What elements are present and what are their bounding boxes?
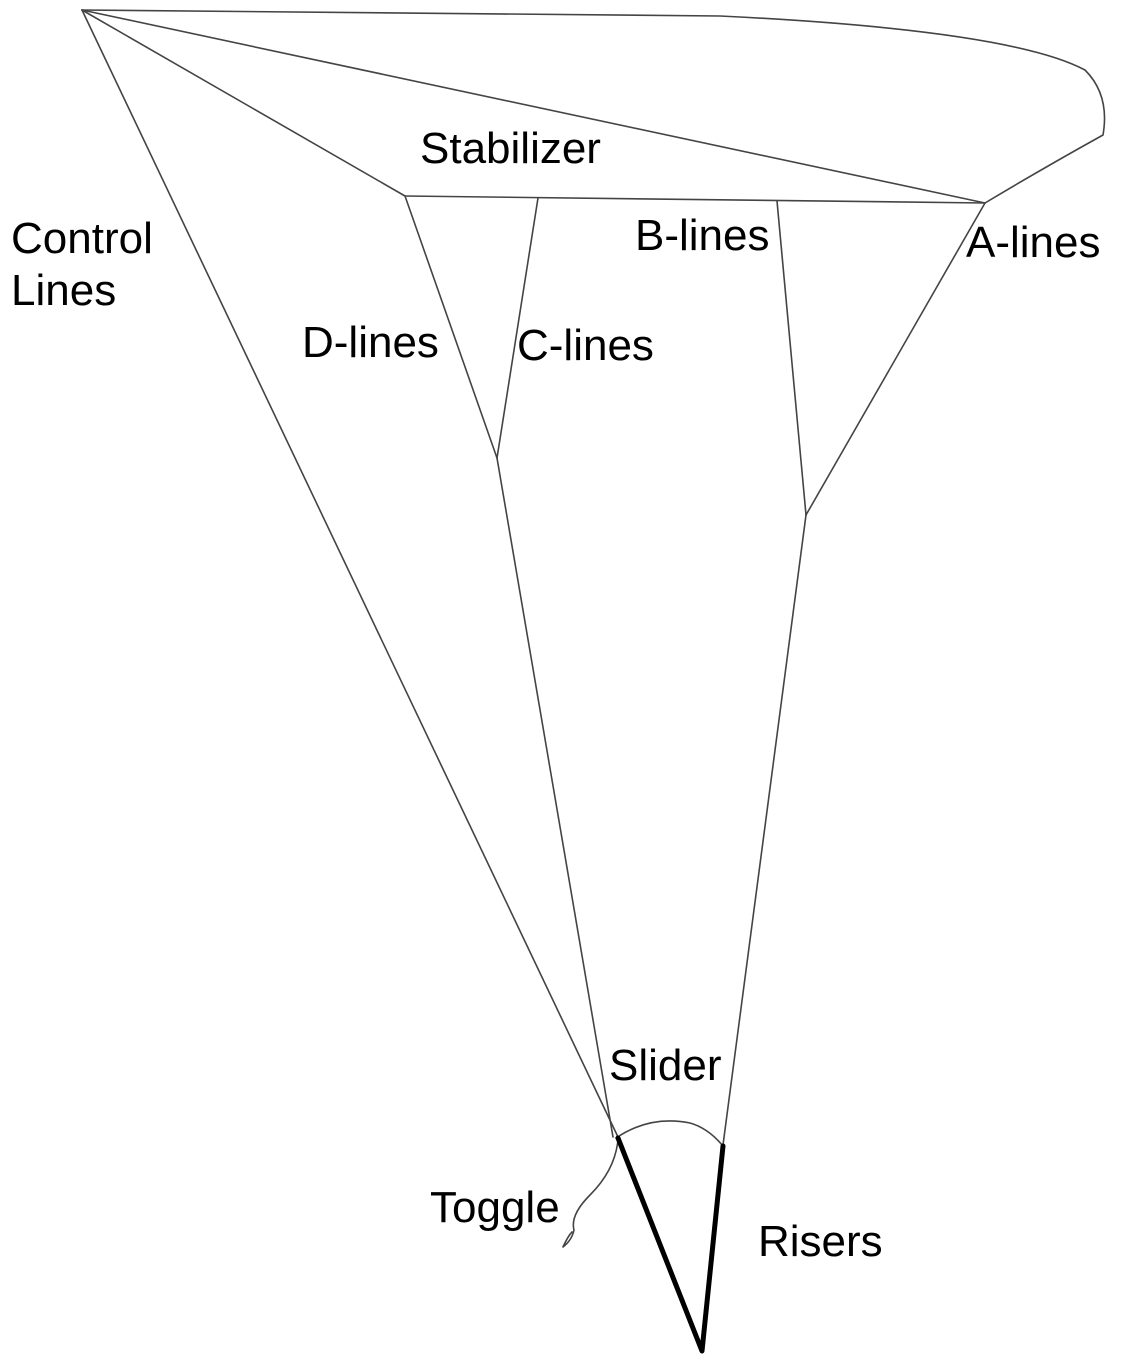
slider xyxy=(615,1120,724,1147)
label-d-lines: D-lines xyxy=(302,318,439,367)
label-c-lines: C-lines xyxy=(517,321,654,370)
toggle xyxy=(562,1139,619,1248)
d-line xyxy=(404,195,498,459)
a-line xyxy=(805,202,986,516)
label-slider: Slider xyxy=(609,1041,722,1090)
control-line xyxy=(81,9,619,1138)
canopy-attachment-line xyxy=(404,195,986,204)
rear-main-line xyxy=(496,457,614,1138)
canopy-outline xyxy=(81,9,1106,204)
label-control-lines-1: Control xyxy=(11,214,153,263)
label-control-lines-2: Lines xyxy=(11,266,116,315)
label-risers: Risers xyxy=(758,1217,883,1266)
stabilizer-edge-line xyxy=(81,9,986,204)
canopy-leading-line xyxy=(81,9,406,197)
c-line xyxy=(496,197,539,459)
b-line xyxy=(776,200,807,516)
label-toggle: Toggle xyxy=(430,1183,560,1232)
label-b-lines: B-lines xyxy=(635,211,770,260)
risers xyxy=(615,1135,726,1354)
front-main-line xyxy=(722,514,807,1146)
label-stabilizer: Stabilizer xyxy=(420,124,601,173)
label-a-lines: A-lines xyxy=(966,218,1101,267)
